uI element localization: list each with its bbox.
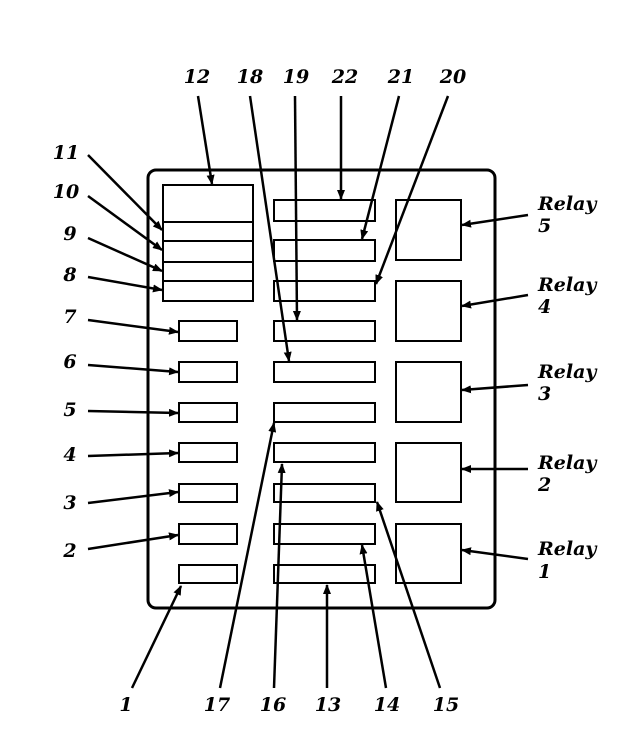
label-10: 10 [53,181,79,203]
leader-12 [196,95,215,185]
relay-3-label: Relay [537,361,598,383]
relay-5-number: 5 [538,215,551,237]
leader-11 [87,154,163,231]
fuse-9 [162,261,254,282]
label-17: 17 [204,694,230,716]
label-8: 8 [62,264,76,286]
fuse-6 [178,361,238,383]
relay-4-number: 4 [538,296,551,318]
fuse-15 [273,483,376,503]
fuse-16 [273,442,376,463]
label-21: 21 [387,66,414,88]
relay-1-box [395,523,462,584]
label-3: 3 [63,492,76,514]
label-13: 13 [315,694,341,716]
leader-3 [87,489,179,505]
leader-5 [87,408,179,417]
leader-4 [87,449,179,458]
relay-2-number: 2 [537,474,551,496]
label-12: 12 [184,66,210,88]
fuse-1 [178,564,238,584]
label-6: 6 [63,351,76,373]
fuse-13 [273,564,376,584]
fuse-4 [178,442,238,463]
leader-9 [87,236,163,273]
label-15: 15 [433,694,459,716]
fuse-panel-frame [146,168,497,610]
relay-2-box [395,442,462,503]
fuse-17 [273,402,376,423]
relay-5-label: Relay [537,193,598,215]
label-2: 2 [62,540,76,562]
leader-7 [87,318,179,335]
leader-10 [87,194,163,252]
leader-19 [292,95,301,321]
leader-relay-1 [461,547,529,561]
label-18: 18 [237,66,263,88]
leader-6 [87,363,179,376]
fuse-10 [162,240,254,263]
leader-relay-5 [461,213,529,228]
fuse-14 [273,523,376,545]
label-19: 19 [283,66,309,88]
label-1: 1 [119,694,132,716]
leader-17 [218,422,277,689]
label-4: 4 [63,444,76,466]
leader-14 [359,544,388,689]
fuse-20 [273,280,376,302]
relay-4-label: Relay [537,274,598,296]
relay-3-number: 3 [538,383,551,405]
label-20: 20 [439,66,466,88]
relay-2-label: Relay [537,452,598,474]
relay-4-box [395,280,462,342]
leader-8 [87,275,163,293]
label-9: 9 [63,223,76,245]
leader-1 [130,585,183,689]
relay-1-label: Relay [537,538,598,560]
fuse-22 [273,199,376,222]
label-22: 22 [331,66,358,88]
fuse-5 [178,402,238,423]
label-5: 5 [63,399,76,421]
leader-21 [360,95,401,240]
fuse-21 [273,239,376,262]
fuse-8 [162,280,254,302]
label-11: 11 [53,142,79,164]
fuse-7 [178,320,238,342]
leader-20 [374,95,450,285]
leader-relay-3 [461,383,529,394]
fuse-2 [178,523,238,545]
fuse-19 [273,320,376,342]
fuse-12 [162,184,254,223]
label-7: 7 [63,306,76,328]
leader-relay-4 [461,293,529,309]
relay-1-number: 1 [538,561,551,583]
leader-18 [248,95,292,362]
fuse-18 [273,361,376,383]
fuse-11 [162,221,254,242]
relay-3-box [395,361,462,423]
leader-lines [87,95,529,689]
label-14: 14 [374,694,400,716]
leader-15 [375,501,442,689]
fuse-3 [178,483,238,503]
leader-16 [272,463,286,689]
label-16: 16 [260,694,286,716]
leader-2 [87,532,179,551]
